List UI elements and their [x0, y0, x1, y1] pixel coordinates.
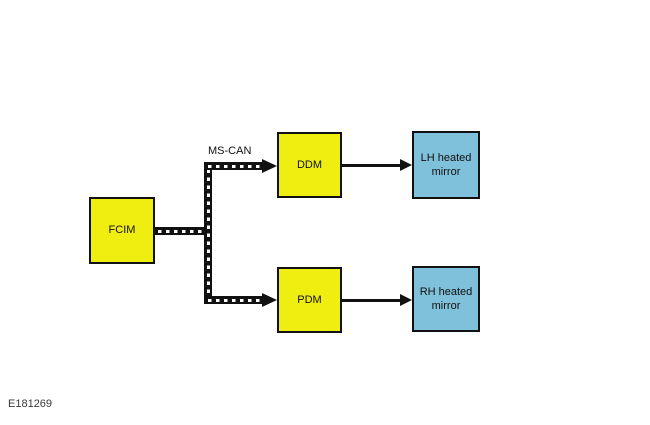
ms-can-bus-line-to-ddm [205, 162, 263, 170]
figure-id-label: E181269 [8, 398, 53, 410]
ddm-node: DDM [277, 132, 342, 198]
arrowhead-into-lh-mirror-icon [400, 159, 412, 171]
pdm-node: PDM [277, 267, 342, 333]
ms-can-bus-line-to-pdm [205, 296, 263, 304]
ms-can-bus-line-fcim [155, 227, 212, 235]
lh-heated-mirror-node: LH heated mirror [412, 131, 480, 199]
wire-pdm-to-rh-mirror [342, 299, 401, 302]
arrowhead-into-rh-mirror-icon [400, 294, 412, 306]
rh-heated-mirror-node: RH heated mirror [412, 266, 480, 332]
wire-ddm-to-lh-mirror [342, 164, 401, 167]
ms-can-bus-label: MS-CAN [208, 145, 252, 157]
arrowhead-into-pdm-icon [262, 293, 277, 307]
ms-can-bus-line-vertical [204, 162, 212, 304]
arrowhead-into-ddm-icon [262, 159, 277, 173]
fcim-node: FCIM [89, 197, 155, 264]
